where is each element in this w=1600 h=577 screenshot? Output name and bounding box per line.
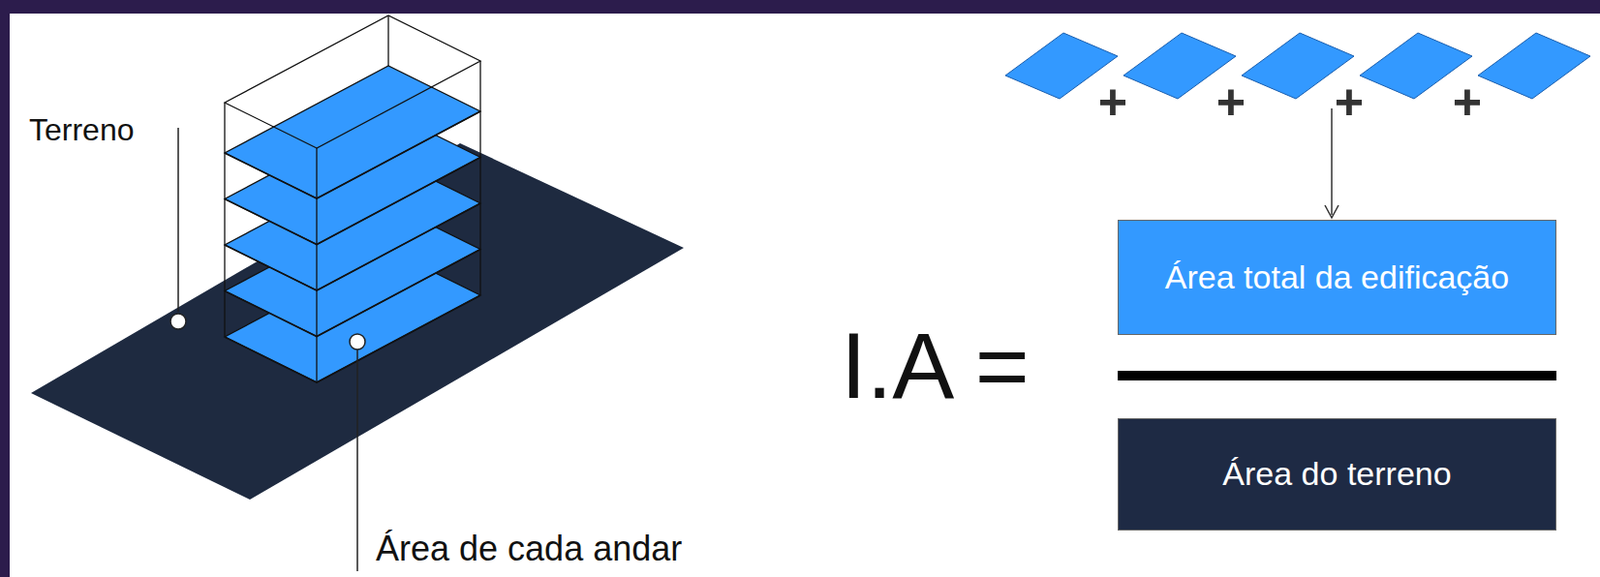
leader-line <box>177 127 180 312</box>
floor-area-label: Área de cada andar <box>375 531 682 567</box>
wireframe-top <box>224 15 481 149</box>
total-area-box: Área total da edificação <box>1117 219 1557 336</box>
floor-tile <box>1477 32 1591 99</box>
leader-line <box>356 349 359 572</box>
leader-dot <box>170 313 186 330</box>
wireframe-edge <box>315 148 317 383</box>
terrain-area-box: Área do terreno <box>1117 418 1557 531</box>
arrow-line <box>1330 108 1333 216</box>
plus-sign: + <box>1334 76 1364 127</box>
floor-tiles <box>1005 32 1591 99</box>
building <box>224 15 481 383</box>
wireframe-edge <box>387 15 389 66</box>
leader-dot <box>349 334 366 350</box>
terrain-label: Terreno <box>29 114 135 146</box>
wireframe-edge <box>223 102 225 338</box>
plus-sign: + <box>1098 76 1128 127</box>
plus-sign: + <box>1216 76 1246 127</box>
plus-sign: + <box>1452 76 1482 127</box>
floor-edge <box>224 111 481 199</box>
arrow-head <box>1324 205 1339 218</box>
floor-slab <box>224 65 481 199</box>
formula-label: I.A = <box>840 319 1030 413</box>
box-text: Área do terreno <box>1222 455 1451 493</box>
box-text: Área total da edificação <box>1165 258 1509 297</box>
wireframe-edge <box>479 61 481 296</box>
fraction-bar <box>1117 370 1557 381</box>
